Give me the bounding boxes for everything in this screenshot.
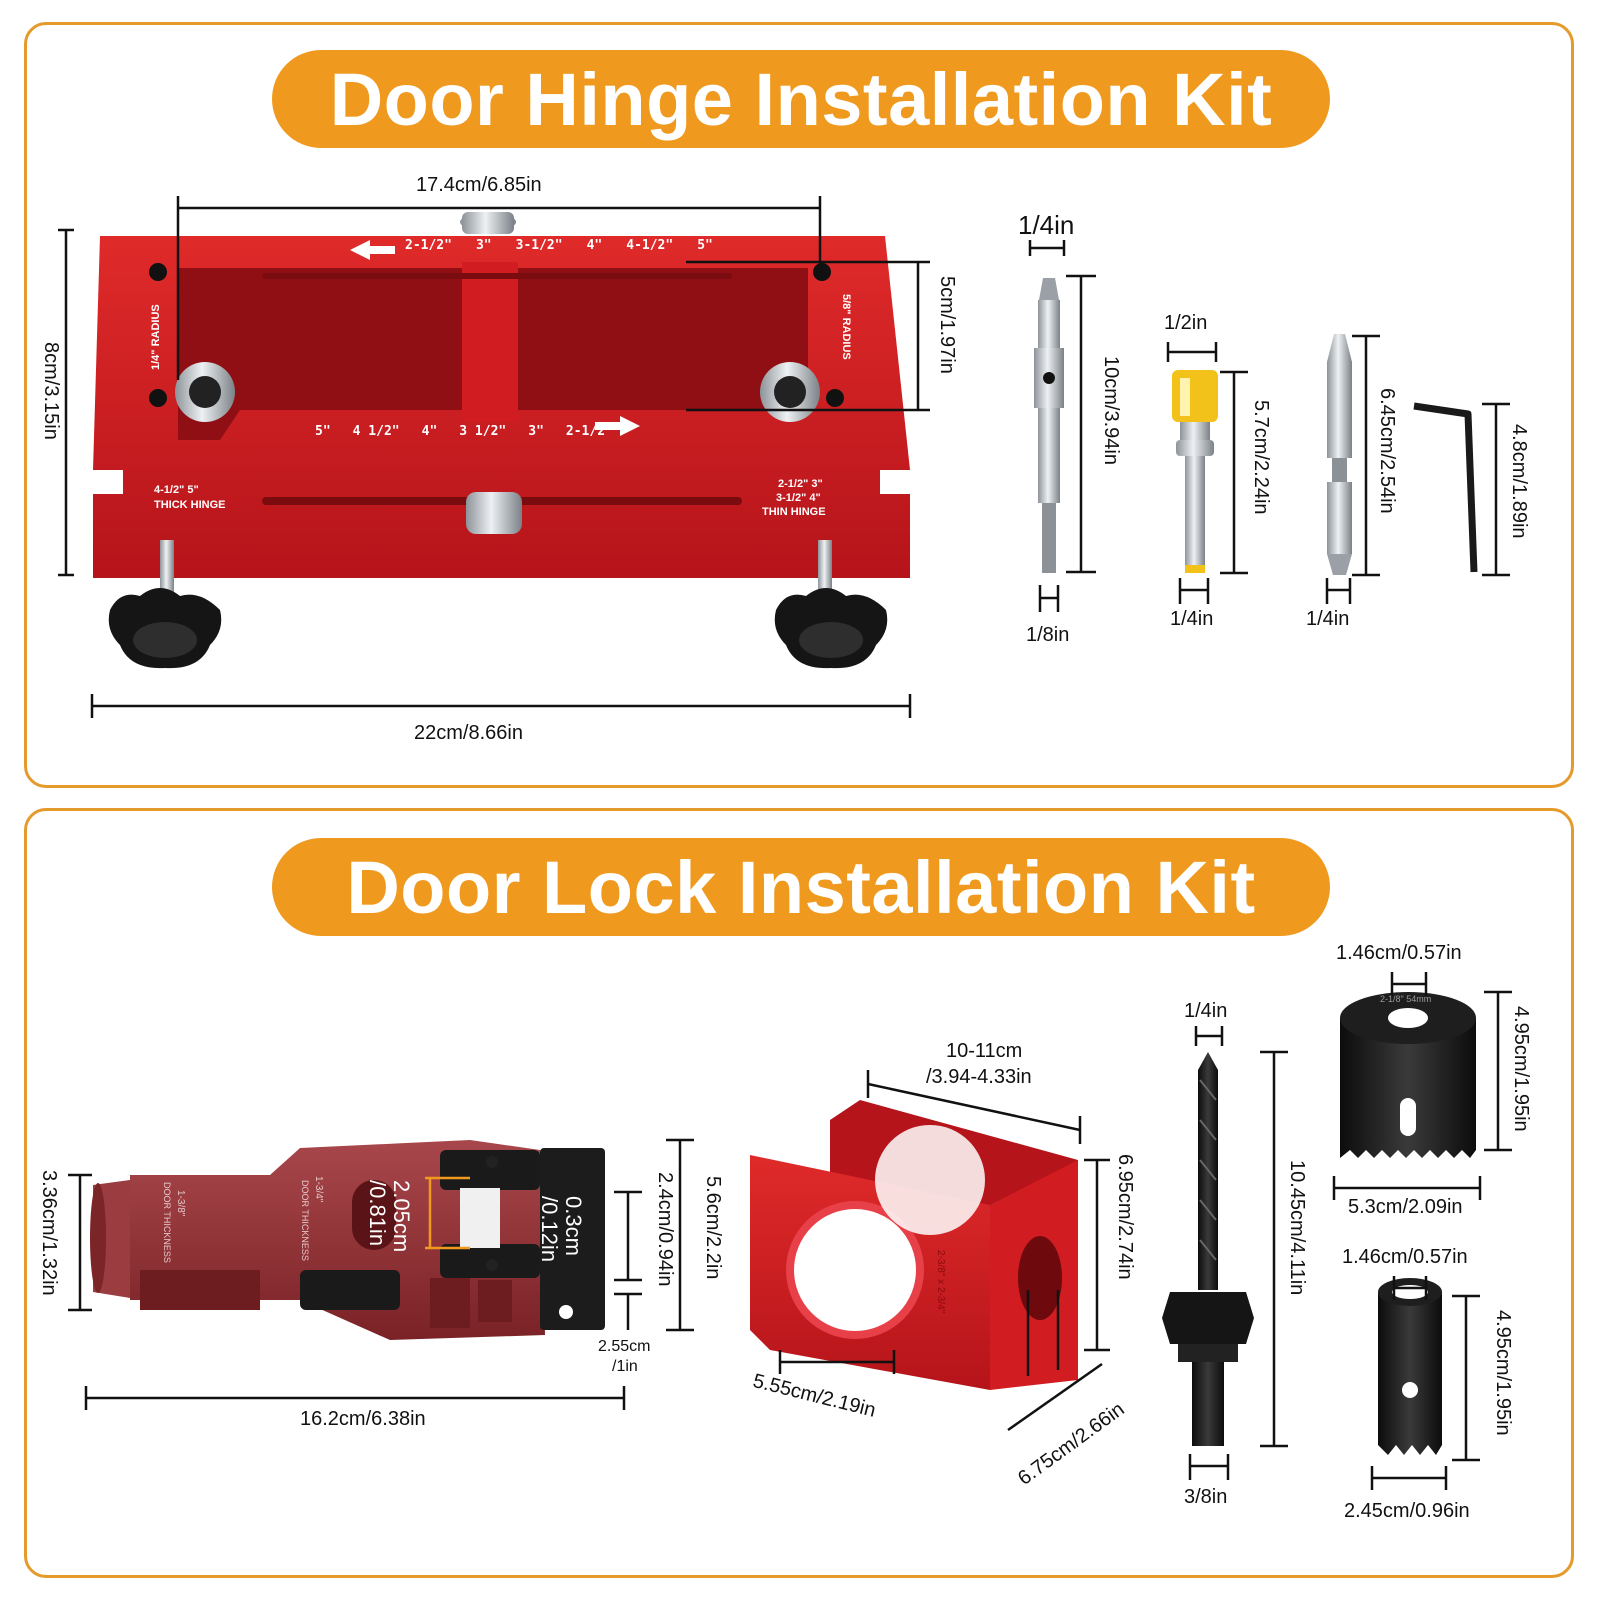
- jig-height-label: 8cm/3.15in: [40, 342, 62, 440]
- mortise-inner-label-2: /0.81in: [365, 1180, 390, 1247]
- scale-mark: 3-1/2": [515, 238, 563, 253]
- small-saw-height-label: 4.95cm/1.95in: [1492, 1310, 1514, 1436]
- mortise-h1-label: 2.4cm/0.94in: [654, 1172, 676, 1287]
- scale-mark: 4": [421, 424, 438, 439]
- large-saw-height-label: 4.95cm/1.95in: [1510, 1006, 1532, 1132]
- scale-mark: 4": [586, 238, 603, 253]
- drill-shank-label: 1/4in: [1018, 210, 1075, 240]
- hinge-kit-panel: [24, 22, 1574, 788]
- screwdriver-bit: [1327, 334, 1352, 575]
- thick-hinge-label: THICK HINGE: [154, 499, 226, 511]
- scale-mark: 2-1/2": [565, 424, 613, 439]
- scale-mark: 5": [315, 424, 331, 439]
- pilot-drill-bit: [1162, 1052, 1254, 1446]
- door-thickness-label-2: DOOR THICKNESS: [300, 1180, 310, 1261]
- door-thickness-value-2: 1-3/4": [313, 1176, 324, 1203]
- pilot-drill-shank-label: 3/8in: [1184, 1486, 1228, 1508]
- router-length-label: 5.7cm/2.24in: [1250, 400, 1272, 515]
- small-saw-arbor-label: 1.46cm/0.57in: [1342, 1246, 1468, 1268]
- lock-kit-title: Door Lock Installation Kit: [272, 838, 1330, 936]
- hole-saw-small: [1378, 1278, 1442, 1455]
- router-bit: [1172, 370, 1218, 573]
- mortise-jig: [90, 1140, 605, 1340]
- lock-jig-width-label-2: /3.94-4.33in: [926, 1066, 1032, 1088]
- small-saw-diameter-label: 2.45cm/0.96in: [1344, 1500, 1470, 1522]
- hinge-kit-title: Door Hinge Installation Kit: [272, 50, 1330, 148]
- lock-jig-stamp: 2-3/8" x 2-3/4": [935, 1250, 946, 1314]
- jig-top-scale: 2-1/2" 3" 3-1/2" 4" 4-1/2" 5": [405, 238, 713, 253]
- large-saw-stamp: 2-1/8" 54mm: [1380, 994, 1432, 1004]
- scale-mark: 3 1/2": [459, 424, 507, 439]
- large-saw-diameter-label: 5.3cm/2.09in: [1348, 1196, 1463, 1218]
- hex-key-length-label: 4.8cm/1.89in: [1508, 424, 1530, 539]
- pilot-drill-tip-label: 1/4in: [1184, 1000, 1228, 1022]
- lock-jig-height-label: 6.95cm/2.74in: [1114, 1154, 1136, 1280]
- mortise-gap-label-2: /0.12in: [537, 1196, 562, 1263]
- router-cutter-label: 1/2in: [1164, 312, 1208, 334]
- router-shank-label: 1/4in: [1170, 608, 1214, 630]
- lock-jig-width-label-1: 10-11cm: [946, 1040, 1023, 1062]
- jig-bottom-width-label: 22cm/8.66in: [414, 722, 523, 744]
- thick-hinge-sizes: 4-1/2" 5": [154, 484, 199, 496]
- jig-slot-height-label: 5cm/1.97in: [936, 276, 958, 374]
- thin-hinge-sizes-1: 2-1/2" 3": [778, 478, 823, 490]
- lock-kit-panel: [24, 808, 1574, 1578]
- drill-tip-label: 1/8in: [1026, 624, 1070, 646]
- hex-key: [1413, 402, 1478, 573]
- door-thickness-label-1: DOOR THICKNESS: [162, 1182, 172, 1263]
- scale-mark: 5": [697, 238, 713, 253]
- mortise-inner-label-1: 2.05cm: [389, 1180, 414, 1253]
- thin-hinge-label: THIN HINGE: [762, 506, 826, 518]
- scale-mark: 4-1/2": [626, 238, 674, 253]
- drill-length-label: 10cm/3.94in: [1100, 356, 1122, 465]
- mortise-gap-label-1: 0.3cm: [561, 1196, 586, 1256]
- mortise-small-label-2: /1in: [612, 1358, 638, 1375]
- left-radius-label: 1/4" RADIUS: [150, 304, 162, 370]
- thin-hinge-sizes-2: 3-1/2" 4": [776, 492, 821, 504]
- jig-bottom-scale: 5" 4 1/2" 4" 3 1/2" 3" 2-1/2": [315, 424, 613, 439]
- scale-mark: 4 1/2": [352, 424, 400, 439]
- countersink-drill-bit: [1034, 278, 1064, 573]
- hole-saw-large: [1340, 992, 1476, 1158]
- scale-mark: 3": [475, 238, 492, 253]
- mortise-height-label: 3.36cm/1.32in: [38, 1170, 60, 1296]
- scale-mark: 3": [528, 424, 544, 439]
- jig-top-width-label: 17.4cm/6.85in: [416, 174, 542, 196]
- door-thickness-value-1: 1-3/8": [175, 1190, 186, 1217]
- mortise-h2-label: 5.6cm/2.2in: [702, 1176, 724, 1280]
- hinge-jig: [93, 212, 910, 669]
- screwdriver-length-label: 6.45cm/2.54in: [1376, 388, 1398, 514]
- mortise-small-label-1: 2.55cm: [598, 1338, 651, 1355]
- large-saw-arbor-label: 1.46cm/0.57in: [1336, 942, 1462, 964]
- screwdriver-width-label: 1/4in: [1306, 608, 1350, 630]
- pilot-drill-length-label: 10.45cm/4.11in: [1286, 1160, 1308, 1296]
- mortise-length-label: 16.2cm/6.38in: [300, 1408, 426, 1430]
- right-radius-label: 5/8" RADIUS: [840, 294, 852, 360]
- scale-mark: 2-1/2": [405, 238, 452, 253]
